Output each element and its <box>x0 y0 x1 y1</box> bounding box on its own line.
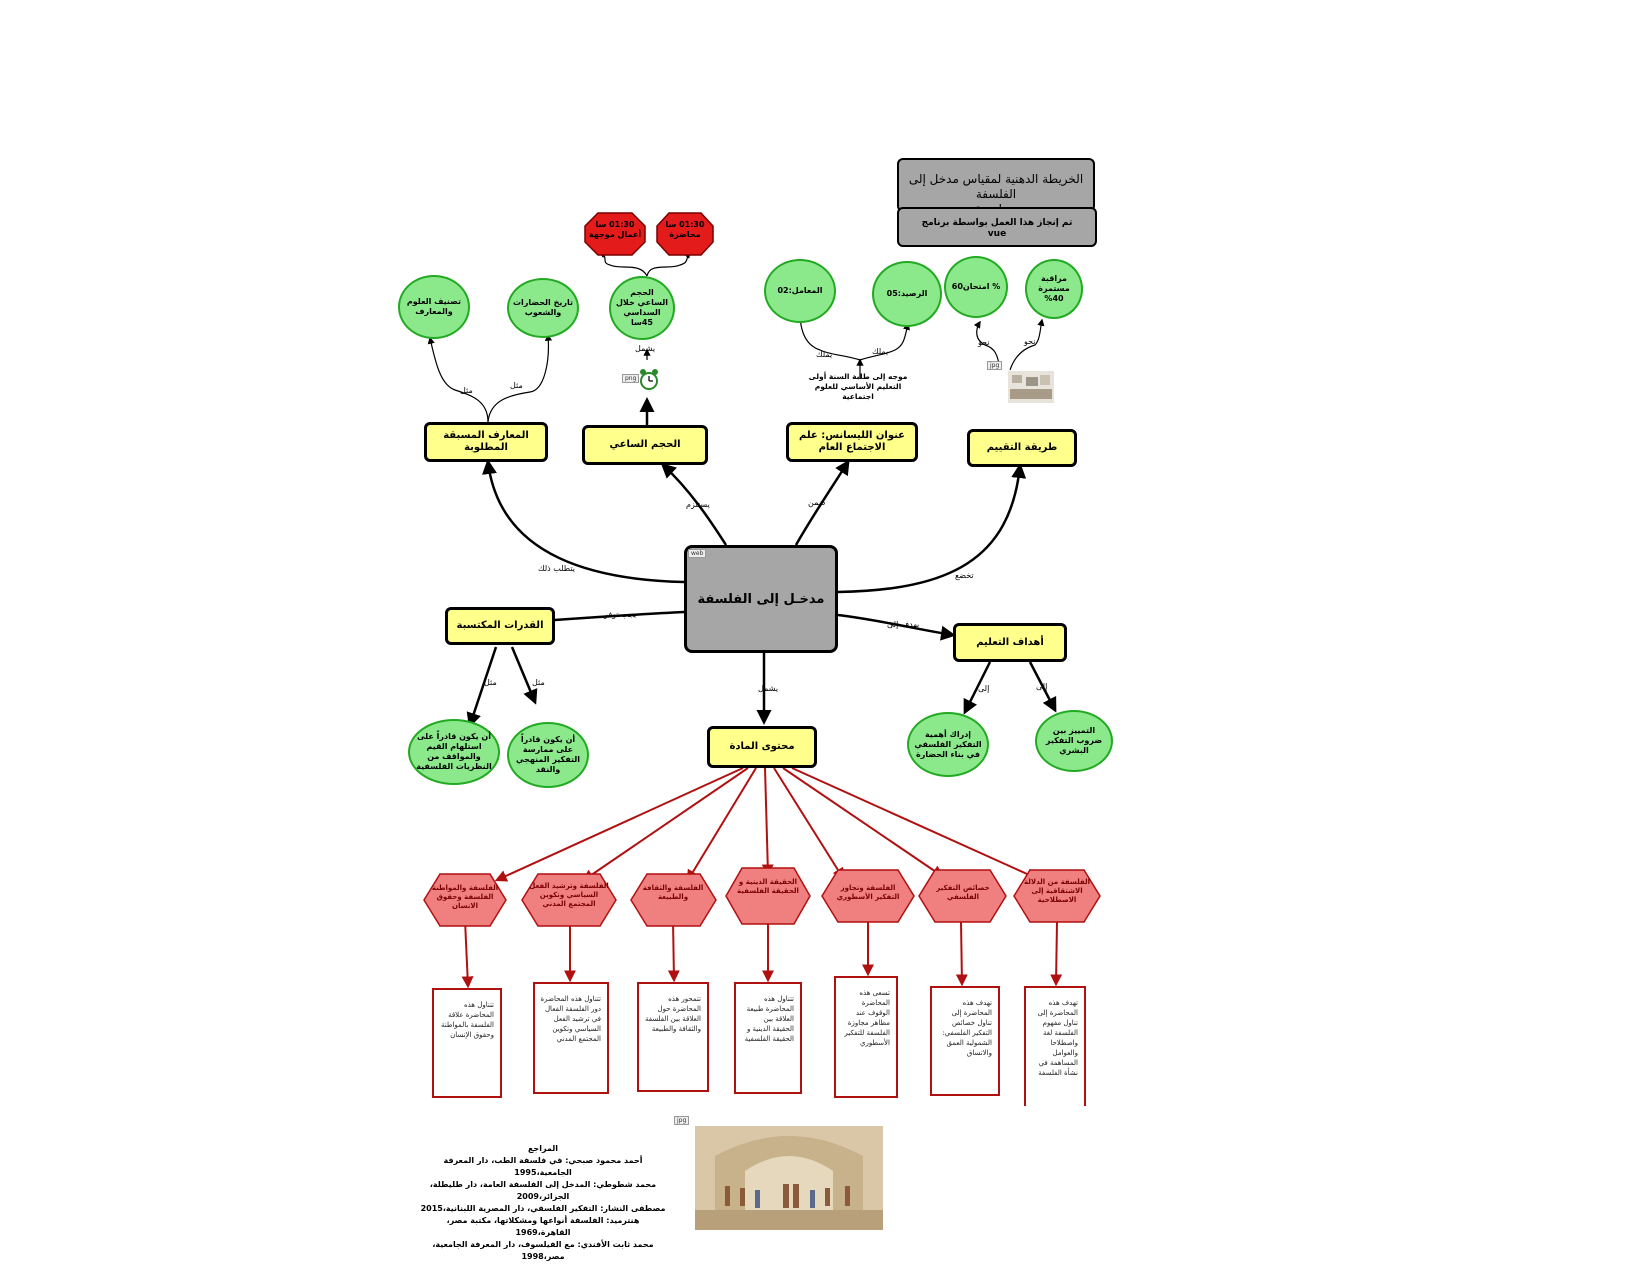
link-like-4: مثل <box>532 678 545 687</box>
link-has-2: يملك <box>872 347 889 356</box>
node-evaluation[interactable]: طريقة التقييم <box>967 429 1077 467</box>
circle-classify-sciences[interactable]: تصنيف العلوم والمعارف <box>398 275 470 339</box>
topic-desc-5: تسعى هذه المحاضرة الوقوف عند مظاهر مجاوز… <box>834 976 898 1098</box>
alarm-clock-icon <box>640 369 658 390</box>
link-like-3: مثل <box>484 678 497 687</box>
link-like-2: مثل <box>510 381 523 390</box>
circle-goal-distinguish[interactable]: التمييز بين ضروب التفكير البشري <box>1035 710 1113 772</box>
topic-hex-label-4: الحقيقة الدينية و الحقيقة الفلسفية <box>737 878 799 895</box>
topic-hex-label-1: الفلسفة والمواطنة الفلسفة وحقوق الانسان <box>431 884 499 910</box>
link-includes-2: يشمل <box>635 344 656 353</box>
lecture-octagon[interactable]: 01:30 سا أعمال موجهة <box>584 212 646 256</box>
link-has-1: يملك <box>816 350 833 359</box>
circle-semester-hours[interactable]: الحجم الساعي خلال السداسي 45سا <box>609 276 675 340</box>
link-like-1: مثل <box>460 386 473 395</box>
topic-hex-label-7: الفلسفة من الدلالة الاشتقاقية إلى الاصطل… <box>1024 878 1090 904</box>
topic-hex-7[interactable] <box>1013 869 1101 923</box>
link-requires-that: يتطلب ذلك <box>538 564 575 573</box>
reference-item: محمد شطوطي: المدخل إلى الفلسفة العامة، د… <box>429 1180 657 1201</box>
topic-hex-2[interactable] <box>521 873 617 927</box>
node-prerequisites[interactable]: المعارف المسبقة المطلوبة <box>424 422 548 462</box>
audience-note: موجه إلى طلبة السنة أولى التعليم الأساسي… <box>808 372 908 401</box>
node-goals[interactable]: أهداف التعليم <box>953 623 1067 662</box>
link-toward-2: نحو <box>1024 337 1036 346</box>
circle-ability-methodical[interactable]: أن يكون قادراً على ممارسة التفكير المنهج… <box>507 722 589 788</box>
circle-ability-values[interactable]: أن يكون قادراً على استلهام القيم والمواق… <box>408 719 500 785</box>
central-node[interactable]: مدخـل إلى الفلسفة <box>684 545 838 653</box>
circle-coefficient[interactable]: المعامل:02 <box>764 259 836 323</box>
link-to-2: إلى <box>1036 682 1048 691</box>
topic-hex-5[interactable] <box>821 869 915 923</box>
link-subject-to: تخضع <box>955 571 974 580</box>
link-must-have: يجب توفر <box>604 610 637 619</box>
reference-item: أحمد محمود صبحي: في فلسفة الطب، دار المع… <box>443 1156 643 1177</box>
link-to-1: إلى <box>978 684 990 693</box>
topic-desc-2: تتناول هذه المحاضرة دور الفلسفة الفعال ف… <box>533 982 609 1094</box>
references-heading: المراجع <box>527 1144 559 1153</box>
link-aims-to: يهدف إلى <box>887 620 920 629</box>
circle-history-civilizations[interactable]: تاريخ الحضارات والشعوب <box>507 278 579 338</box>
lecture-octagon-label: 01:30 سا أعمال موجهة <box>588 220 642 239</box>
circle-continuous-assessment[interactable]: مراقبة مستمرة 40% <box>1025 259 1083 319</box>
circle-credits[interactable]: الرصيد:05 <box>872 261 942 327</box>
link-needs: يستلزم <box>686 500 710 509</box>
topic-hex-1[interactable] <box>423 873 507 927</box>
school-of-athens-painting <box>695 1126 883 1230</box>
png-badge[interactable]: png <box>622 374 640 383</box>
node-content[interactable]: محتوى المادة <box>707 726 817 768</box>
circle-goal-civilization[interactable]: إدراك أهمية التفكير الفلسفي في بناء الحض… <box>907 712 989 777</box>
topic-hex-label-5: الفلسفة وتجاوز التفكير الأسطوري <box>836 884 900 901</box>
jpg-badge-eval[interactable]: jpg <box>987 361 1003 370</box>
topic-desc-7: تهدف هذه المحاضرة إلى تناول مفهوم الفلسف… <box>1024 986 1086 1106</box>
jpg-badge-refs[interactable]: jpg <box>674 1116 690 1125</box>
circle-exam[interactable]: % امتحان60 <box>944 256 1008 318</box>
web-link-badge[interactable]: web <box>688 549 707 558</box>
references-list: المراجع أحمد محمود صبحي: في فلسفة الطب، … <box>420 1143 666 1263</box>
node-license[interactable]: عنوان الليسانس: علم الاجتماع العام <box>786 422 918 462</box>
credit-note: تم إنجاز هذا العمل بواسطة برنامج vue <box>897 207 1097 247</box>
link-within: ضمن <box>808 498 826 507</box>
reference-item: مصطفى النشار: التفكير الفلسفي، دار المصر… <box>420 1204 666 1213</box>
topic-hex-label-3: الفلسفة والثقافة والطبيعة <box>642 884 704 901</box>
topic-desc-4: تتناول هذه المحاضرة طبيعة العلاقة بين ال… <box>734 982 802 1094</box>
topic-desc-3: تتمحور هذه المحاضرة حول العلاقة بين الفل… <box>637 982 709 1092</box>
topic-desc-6: تهدف هذه المحاضرة إلى تناول خصائص التفكي… <box>930 986 1000 1096</box>
topic-hex-6[interactable] <box>918 869 1007 923</box>
node-abilities[interactable]: القدرات المكتسبة <box>445 607 555 645</box>
topic-hex-label-2: الفلسفة وترشيد الفعل السياسي وتكوين المج… <box>529 882 609 908</box>
link-includes: يشمل <box>758 684 779 693</box>
tutorial-octagon[interactable]: 01:30 سا محاضرة <box>656 212 714 256</box>
reference-item: هنترميد: الفلسفة أنواعها ومشكلاتها، مكتب… <box>446 1216 640 1237</box>
reference-item: محمد ثابت الأفندي: مع الفيلسوف، دار المع… <box>432 1240 654 1261</box>
topic-hex-3[interactable] <box>630 873 717 927</box>
node-hours[interactable]: الحجم الساعي <box>582 425 708 465</box>
topic-hex-label-6: خصائص التفكير الفلسفي <box>936 884 990 901</box>
link-toward-1: نحو <box>978 338 990 347</box>
classroom-photo <box>1008 371 1054 403</box>
tutorial-octagon-label: 01:30 سا محاضرة <box>665 220 705 239</box>
topic-desc-1: تتناول هذه المحاضرة علاقة الفلسفة بالموا… <box>432 988 502 1098</box>
topic-hex-4[interactable] <box>725 867 811 925</box>
central-node-label: مدخـل إلى الفلسفة <box>697 591 825 607</box>
